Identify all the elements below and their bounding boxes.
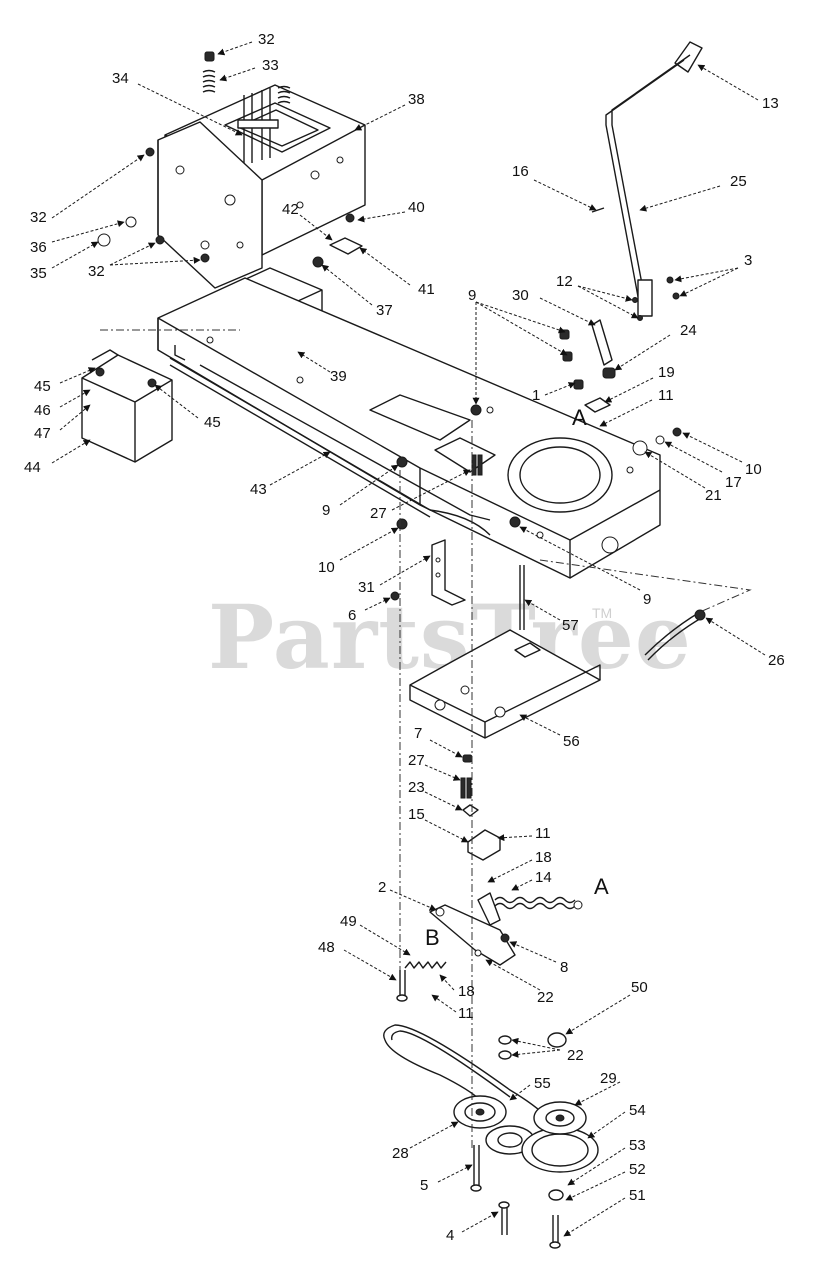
callout-35: 35 [30, 265, 47, 282]
idler-arm-part [429, 892, 583, 966]
rod-57-part [519, 565, 525, 630]
bolts-part [470, 1145, 561, 1249]
callout-4: 4 [446, 1227, 454, 1244]
callout-10-right: 10 [745, 461, 762, 478]
callout-44: 44 [24, 459, 41, 476]
spring-part [202, 51, 291, 104]
callout-42: 42 [282, 201, 299, 218]
callout-53: 53 [629, 1137, 646, 1154]
pin-part [591, 207, 605, 213]
callout-49: 49 [340, 913, 357, 930]
watermark-trademark: TM [592, 605, 612, 621]
callout-18-lower: 18 [458, 983, 475, 1000]
callout-46: 46 [34, 402, 51, 419]
reference-letter-a-upper: A [572, 405, 587, 430]
callout-38: 38 [408, 91, 425, 108]
callout-11-lower: 11 [458, 1005, 474, 1022]
callout-9-upper: 9 [468, 287, 476, 304]
cable-26-part [644, 609, 706, 661]
callout-56: 56 [563, 733, 580, 750]
callout-11-upper: 11 [658, 387, 674, 404]
callout-23: 23 [408, 779, 425, 796]
seat-bracket-part [237, 88, 279, 165]
callout-45-left: 45 [34, 378, 51, 395]
small-parts-part [462, 754, 501, 861]
callout-55: 55 [534, 1075, 551, 1092]
callout-36: 36 [30, 239, 47, 256]
callout-32-left: 32 [30, 209, 47, 226]
callout-21: 21 [705, 487, 722, 504]
callout-3: 3 [744, 252, 752, 269]
battery-part [81, 349, 173, 463]
callout-28: 28 [392, 1145, 409, 1162]
callout-30: 30 [512, 287, 529, 304]
callout-8: 8 [560, 959, 568, 976]
callout-15: 15 [408, 806, 425, 823]
callout-26: 26 [768, 652, 785, 669]
callout-14: 14 [535, 869, 552, 886]
frame-rail-part [169, 357, 491, 536]
callout-6: 6 [348, 607, 356, 624]
lift-handle-part [605, 41, 703, 317]
callout-18-upper: 18 [535, 849, 552, 866]
assembly-centerlines [100, 329, 752, 1150]
reference-letters: A A B [425, 405, 609, 950]
callout-24: 24 [680, 322, 697, 339]
callout-32: 32 [258, 31, 275, 48]
callout-22-lower: 22 [567, 1047, 584, 1064]
callout-9-mid: 9 [322, 502, 330, 519]
callout-47: 47 [34, 425, 51, 442]
callout-2: 2 [378, 879, 386, 896]
parts-artwork [81, 41, 752, 1249]
extension-spring-part [396, 961, 447, 1002]
pivot-plate-part [409, 629, 601, 739]
lift-link-part [591, 319, 616, 379]
callout-27-upper: 27 [370, 505, 387, 522]
callout-51: 51 [629, 1187, 646, 1204]
callout-16: 16 [512, 163, 529, 180]
callout-39: 39 [330, 368, 347, 385]
callout-labels: 32 33 34 38 13 16 25 3 12 30 24 9 1 19 1… [24, 31, 785, 1244]
callout-34: 34 [112, 70, 129, 87]
callout-25: 25 [730, 173, 747, 190]
callout-48: 48 [318, 939, 335, 956]
pulleys-part [453, 1032, 599, 1201]
callout-7: 7 [414, 725, 422, 742]
callout-57: 57 [562, 617, 579, 634]
callout-33: 33 [262, 57, 279, 74]
callout-11-mid: 11 [535, 825, 551, 842]
reference-letter-a-lower: A [594, 874, 609, 899]
callout-54: 54 [629, 1102, 646, 1119]
callout-52: 52 [629, 1161, 646, 1178]
callout-22-mid: 22 [537, 989, 554, 1006]
side-plate-part [157, 121, 263, 289]
callout-50: 50 [631, 979, 648, 996]
callout-43: 43 [250, 481, 267, 498]
callout-41: 41 [418, 281, 435, 298]
callout-1: 1 [532, 387, 540, 404]
callout-5: 5 [420, 1177, 428, 1194]
callout-19: 19 [658, 364, 675, 381]
reference-letter-b: B [425, 925, 440, 950]
callout-37: 37 [376, 302, 393, 319]
callout-12: 12 [556, 273, 573, 290]
callout-31: 31 [358, 579, 375, 596]
callout-32-lower: 32 [88, 263, 105, 280]
callout-leaders [51, 41, 766, 1237]
callout-40: 40 [408, 199, 425, 216]
bracket-31-part [431, 539, 466, 606]
callout-10-left: 10 [318, 559, 335, 576]
callout-13: 13 [762, 95, 779, 112]
callout-29: 29 [600, 1070, 617, 1087]
callout-27-lower: 27 [408, 752, 425, 769]
callout-17: 17 [725, 474, 742, 491]
callout-45-right: 45 [204, 414, 221, 431]
callout-9-right: 9 [643, 591, 651, 608]
